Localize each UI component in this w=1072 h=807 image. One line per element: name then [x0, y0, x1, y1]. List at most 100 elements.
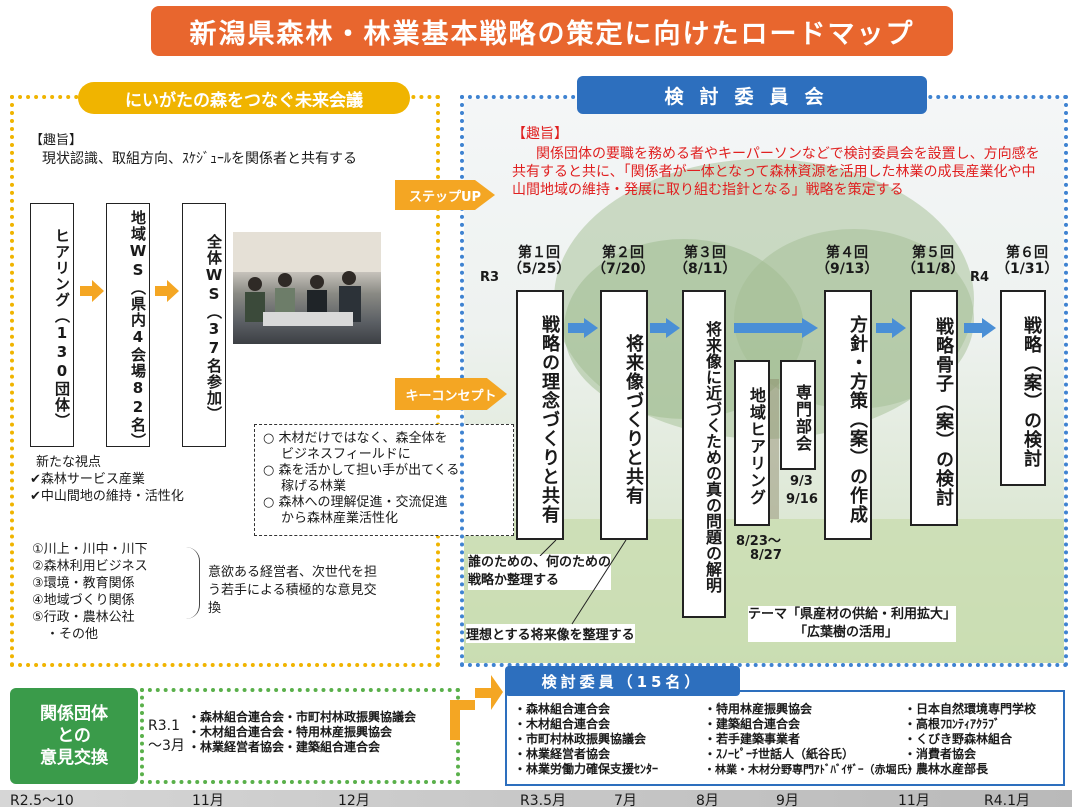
list-item: ・くびき野森林組合 — [904, 732, 1013, 746]
committee-members-col2: ・特用林産振興協会 ・建築組合連合会 ・若手建築事業者 ・ｽﾉｰﾋﾟｰﾁ世話人（… — [704, 702, 919, 777]
left-purpose-text: 現状認識、取組方向、ｽｹｼﾞｭｰﾙを関係者と共有する — [42, 151, 357, 167]
meeting-3-label: 第３回（8/11） — [674, 245, 737, 277]
step-up-arrow: ステップUP — [395, 180, 495, 210]
concept-line: ○ 森林への理解促進・交流促進 — [263, 495, 448, 510]
timeline-label: 11月 — [192, 793, 224, 807]
list-item: ・森林組合連合会 — [514, 702, 611, 716]
list-item: ・特用林産振興協会 — [704, 702, 813, 716]
meeting-2-label: 第２回（7/20） — [592, 245, 655, 277]
arrow-up-icon — [450, 675, 503, 740]
regional-hearing-date: 8/23〜 — [736, 534, 781, 549]
list-item: ・ｽﾉｰﾋﾟｰﾁ世話人（紙谷氏） — [704, 747, 855, 761]
expert-committee-date: 9/3 — [790, 474, 813, 489]
list-item: ・林業経営者協会 — [514, 747, 611, 761]
regional-ws-step: 地域WS（県内4会場82名） — [106, 203, 150, 449]
meeting-6-label: 第６回（1/31） — [996, 245, 1059, 277]
list-item: ・林業・木材分野専門ｱﾄﾞﾊﾞｲｻﾞｰ（赤堀氏） — [704, 763, 919, 776]
committee-members-col1: ・森林組合連合会 ・木材組合連合会 ・市町村林政振興協議会 ・林業経営者協会 ・… — [514, 702, 658, 777]
new-view-item: ✔森林サービス産業 — [30, 472, 145, 487]
timeline-label: 9月 — [776, 793, 799, 807]
new-views-title: 新たな視点 — [36, 455, 102, 470]
arrow-right-icon — [964, 318, 996, 338]
committee-members-header: 検討委員（15名） — [505, 666, 740, 696]
r3-label: R3 — [480, 270, 500, 285]
concept-box: ○ 木材だけではなく、森全体を ビジネスフィールドに ○ 森を活かして担い手が出… — [254, 424, 514, 536]
list-item: ・農林水産部長 — [904, 762, 989, 776]
exchange-period: R3.1 〜3月 — [148, 718, 185, 754]
arrow-right-icon — [650, 318, 680, 338]
list-item: ④地域づくり関係 — [32, 593, 135, 608]
list-item: ・若手建築事業者 — [704, 732, 801, 746]
concept-line: 稼げる林業 — [281, 479, 347, 494]
list-brace — [184, 547, 200, 619]
left-purpose-title: 【趣旨】 — [30, 133, 83, 148]
timeline-bar — [0, 790, 1072, 807]
timeline-label: R3.5月 — [520, 793, 566, 807]
list-note: 意欲ある経営者、次世代を担う若手による積極的な意見交換 — [208, 565, 378, 616]
r4-label: R4 — [970, 270, 990, 285]
key-concept-arrow: キーコンセプト — [395, 378, 507, 410]
theme-note: テーマ「県産材の供給・利用拡大」 「広葉樹の活用」 — [748, 606, 957, 642]
expert-committee-date: 9/16 — [786, 492, 818, 507]
meeting-1-box: 戦略の理念づくりと共有 — [516, 290, 564, 540]
concept-line: ○ 木材だけではなく、森全体を — [263, 431, 448, 446]
list-item: ②森林利用ビジネス — [32, 559, 148, 574]
list-item: ①川上・川中・川下 — [32, 542, 148, 557]
right-purpose-text: 関係団体の要職を務める者やキーパーソンなどで検討委員会を設置し、方向感を共有する… — [512, 146, 1040, 198]
committee-members-col3: ・日本自然環境専門学校 ・高根ﾌﾛﾝﾃｨｱｸﾗﾌﾞ ・くびき野森林組合 ・消費者… — [904, 702, 1036, 777]
list-item: ・木材組合連合会・特用林産振興協会 — [188, 725, 393, 739]
list-item: ・建築組合連合会 — [704, 717, 801, 731]
list-item: ・林業経営者協会・建築組合連合会 — [188, 740, 381, 754]
list-item: ・林業労働力確保支援ｾﾝﾀｰ — [514, 762, 659, 776]
callout-line — [539, 540, 557, 556]
new-view-item: ✔中山間地の維持・活性化 — [30, 489, 184, 504]
arrow-right-icon — [568, 318, 598, 338]
meeting-2-box: 将来像づくりと共有 — [600, 290, 648, 540]
arrow-right-icon — [876, 318, 906, 338]
timeline-label: R2.5〜10 — [10, 793, 74, 807]
right-purpose-title: 【趣旨】 — [512, 126, 568, 142]
timeline-label: 8月 — [696, 793, 719, 807]
list-item: ・木材組合連合会 — [514, 717, 611, 731]
meeting-5-box: 戦略骨子（案）の検討 — [910, 290, 958, 526]
concept-line: から森林産業活性化 — [281, 511, 399, 526]
future-meeting-header: にいがたの森をつなぐ未来会議 — [78, 82, 410, 114]
expert-committee-box: 専門部会 — [780, 360, 816, 470]
timeline-label: R4.1月 — [984, 793, 1030, 807]
meeting-1-label: 第１回（5/25） — [508, 245, 571, 277]
meeting-3-box: 将来像に近づくための真の問題の解明 — [682, 290, 726, 618]
meeting-5-label: 第５回（11/8） — [902, 245, 965, 277]
timeline-label: 11月 — [898, 793, 930, 807]
stakeholder-exchange-badge: 関係団体 との 意見交換 — [10, 688, 138, 784]
meeting-6-box: 戦略（案）の検討 — [1000, 290, 1046, 486]
list-item: ・森林組合連合会・市町村林政振興協議会 — [188, 710, 417, 724]
overall-ws-step: 全体WS（37名参加） — [182, 203, 226, 447]
meeting-4-label: 第４回（9/13） — [816, 245, 879, 277]
arrow-right-icon — [734, 318, 818, 338]
list-item: ・日本自然環境専門学校 — [904, 702, 1037, 716]
arrow-right-icon — [155, 280, 179, 302]
list-item: ・市町村林政振興協議会 — [514, 732, 647, 746]
list-item: ・その他 — [46, 627, 99, 642]
timeline-label: 12月 — [338, 793, 370, 807]
exchange-groups: ・森林組合連合会・市町村林政振興協議会 ・木材組合連合会・特用林産振興協会 ・林… — [188, 710, 416, 755]
regional-hearing-date: 8/27 — [750, 548, 782, 563]
concept-line: ○ 森を活かして担い手が出てくる — [263, 463, 460, 478]
list-item: ⑤行政・農林公社 — [32, 610, 135, 625]
workshop-photo — [233, 232, 381, 344]
note-ideal-future: 理想とする将来像を整理する — [466, 624, 635, 643]
stakeholder-list: ①川上・川中・川下 ②森林利用ビジネス ③環境・教育関係 ④地域づくり関係 ⑤行… — [32, 541, 148, 643]
committee-header: 検討委員会 — [577, 76, 927, 114]
committee-members-box — [505, 690, 1065, 786]
page-title: 新潟県森林・林業基本戦略の策定に向けたロードマップ — [151, 6, 953, 56]
hearing-step: ヒアリング（130団体） — [30, 203, 74, 447]
list-item: ③環境・教育関係 — [32, 576, 135, 591]
arrow-right-icon — [80, 280, 104, 302]
list-item: ・高根ﾌﾛﾝﾃｨｱｸﾗﾌﾞ — [904, 717, 1001, 731]
workshop-photo-illustration — [233, 232, 381, 326]
list-item: ・消費者協会 — [904, 747, 977, 761]
note-strategy-purpose: 誰のための、何のための 戦略か整理する — [468, 554, 612, 590]
regional-hearing-box: 地域ヒアリング — [734, 360, 770, 526]
meeting-4-box: 方針・方策（案）の作成 — [824, 290, 872, 540]
concept-line: ビジネスフィールドに — [281, 447, 411, 462]
